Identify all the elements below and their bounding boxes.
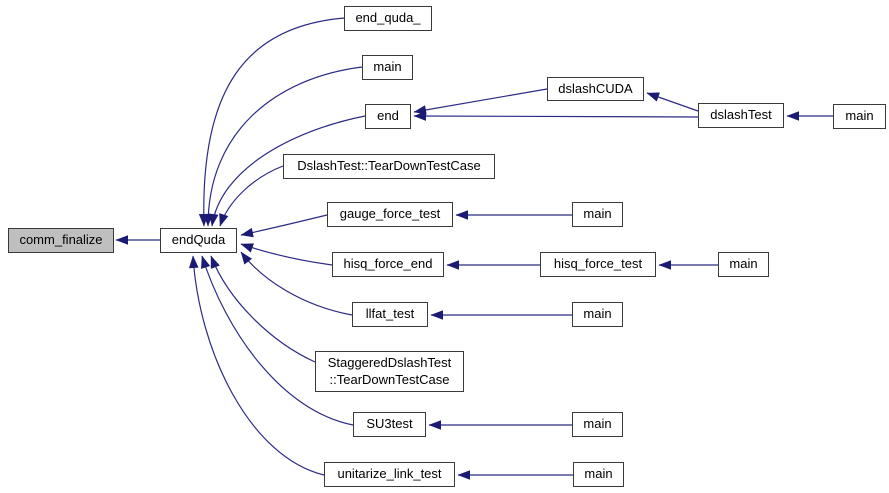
edge-dslashCUDA-to-end [413, 88, 548, 115]
edge-llfat_test-to-endQuda [240, 251, 353, 316]
node-dslash-teardown[interactable]: DslashTest::TearDownTestCase [283, 154, 495, 179]
node-main-llfat[interactable]: main [572, 302, 623, 327]
edge-dslash-teardown-to-endQuda [219, 165, 284, 227]
edge-hisq_force_end-to-endQuda [240, 243, 333, 266]
node-endQuda[interactable]: endQuda [160, 228, 237, 253]
edge-unitarize_link_test-to-endQuda [188, 255, 325, 476]
edge-SU3test-to-endQuda [201, 255, 354, 426]
node-main-hisq[interactable]: main [718, 252, 769, 277]
edge-main-top-to-endQuda [203, 66, 363, 227]
node-staggered-teardown-line1: StaggeredDslashTest [327, 355, 452, 371]
node-main-unitarize[interactable]: main [573, 462, 624, 487]
node-main-dslash[interactable]: main [833, 104, 886, 129]
node-dslashTest[interactable]: dslashTest [698, 103, 784, 128]
node-gauge_force_test[interactable]: gauge_force_test [327, 202, 453, 227]
node-main-gauge[interactable]: main [572, 202, 623, 227]
edge-dslashTest-to-dslashCUDA [646, 92, 699, 112]
node-staggered-teardown-line2: ::TearDownTestCase [329, 371, 450, 387]
node-llfat_test[interactable]: llfat_test [352, 302, 428, 327]
node-unitarize_link_test[interactable]: unitarize_link_test [324, 462, 455, 487]
node-end_quda_[interactable]: end_quda_ [344, 6, 432, 31]
edge-dslashTest-to-end [413, 111, 699, 121]
node-comm_finalize: comm_finalize [8, 228, 114, 253]
node-SU3test[interactable]: SU3test [353, 412, 426, 437]
node-main-top[interactable]: main [362, 55, 413, 80]
node-main-su3[interactable]: main [572, 412, 623, 437]
node-hisq_force_end[interactable]: hisq_force_end [332, 252, 444, 277]
edge-end_quda_-to-endQuda [198, 17, 346, 227]
node-hisq_force_test[interactable]: hisq_force_test [540, 252, 656, 277]
edge-staggered-teardown-to-endQuda [210, 255, 316, 363]
node-dslashCUDA[interactable]: dslashCUDA [547, 77, 644, 101]
node-staggered-teardown[interactable]: StaggeredDslashTest ::TearDownTestCase [315, 351, 464, 392]
edge-gauge_force_test-to-endQuda [240, 214, 328, 238]
edge-end-to-endQuda [208, 115, 366, 227]
node-end[interactable]: end [365, 104, 411, 129]
